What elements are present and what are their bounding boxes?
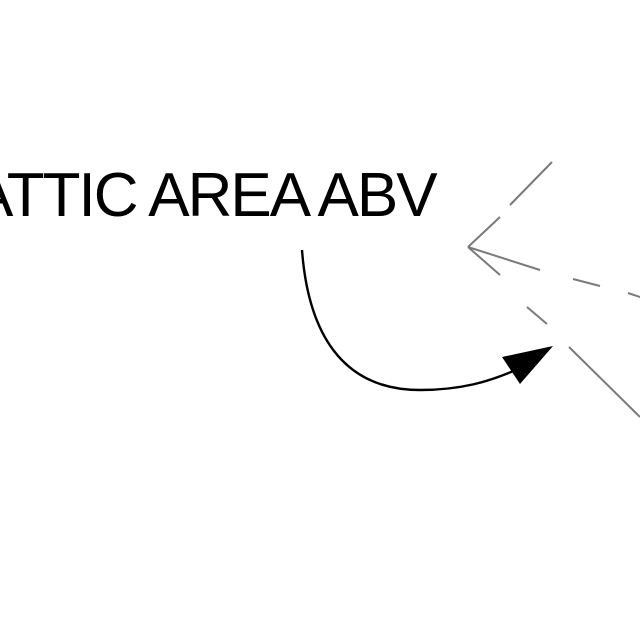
ridge-line-dashed-2	[572, 278, 601, 287]
leader-arrowhead	[502, 346, 553, 384]
leader-curve	[300, 249, 521, 392]
hip-line-dashed	[526, 306, 548, 325]
roof-line-lower	[568, 346, 640, 418]
roof-line-upper	[509, 161, 553, 206]
arrowhead-line-lower	[467, 246, 501, 276]
arrowhead-line-upper	[467, 216, 501, 248]
ridge-line-dashed-3	[627, 292, 640, 298]
ridge-line-dashed-1	[467, 246, 541, 271]
annotation-text: ATTIC AREA ABV	[0, 161, 438, 230]
